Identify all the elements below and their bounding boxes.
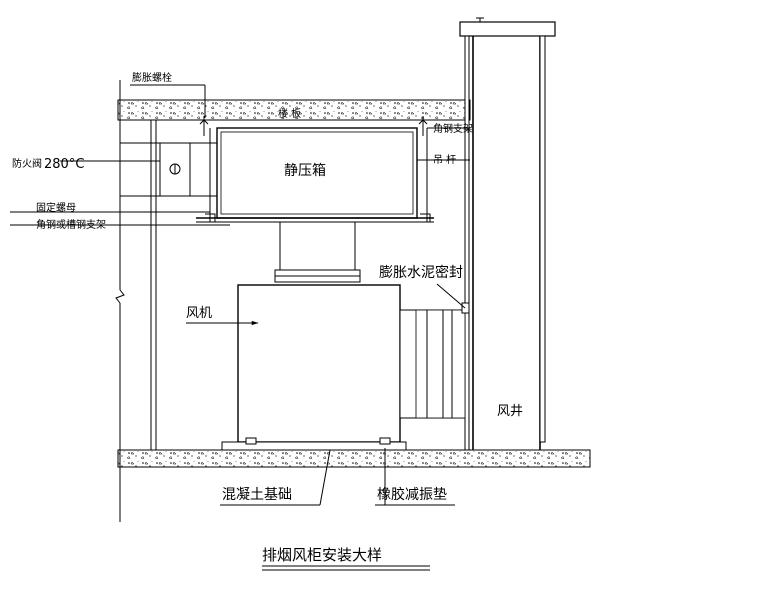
label-fire-damper: 防火阀	[12, 157, 42, 170]
label-fixing-nut: 固定螺母	[36, 201, 76, 214]
label-expansion-bolt: 膨胀螺栓	[132, 71, 172, 84]
label-angle-steel-bracket: 角钢支架	[433, 122, 473, 135]
drawing-title-block: 排烟风柜安装大样	[262, 546, 430, 571]
label-fire-damper-temp: 280°C	[44, 157, 84, 172]
expansion-bolt-left	[199, 116, 209, 136]
drawing-title: 排烟风柜安装大样	[262, 546, 382, 564]
air-shaft	[459, 17, 556, 451]
label-floor-slab: 楼 板	[278, 107, 301, 120]
label-fan: 风机	[186, 306, 212, 321]
expansion-bolt-right	[418, 116, 428, 136]
label-rubber-pad: 橡胶减振垫	[377, 486, 447, 503]
connection-duct	[274, 222, 361, 283]
fire-damper-icon	[169, 163, 181, 175]
label-concrete-base: 混凝土基础	[222, 486, 292, 503]
inlet-duct	[120, 142, 217, 197]
fan-outlet-duct	[399, 302, 470, 419]
fan-body	[221, 284, 407, 451]
floor-slab	[117, 449, 591, 468]
channel-bracket	[196, 213, 434, 223]
plenum-box	[216, 127, 418, 219]
label-cement-seal: 膨胀水泥密封	[379, 264, 463, 281]
label-hanger-rod: 吊 杆	[433, 154, 456, 166]
left-column	[150, 120, 157, 450]
ceiling-slab	[117, 99, 471, 121]
label-channel-bracket: 角钢或槽钢支架	[36, 218, 106, 231]
label-shaft: 风井	[497, 404, 523, 419]
leader-lines	[10, 84, 470, 506]
label-plenum-box: 静压箱	[284, 163, 326, 179]
